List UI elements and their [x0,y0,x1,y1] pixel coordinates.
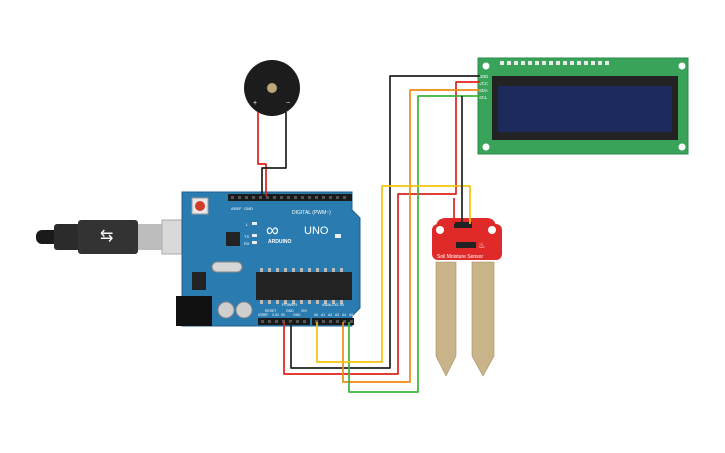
arduino-uno-board[interactable]: AREF GND DIGITAL (PWM~) ∞ UNO ARDUINO L … [176,191,361,327]
analog-header [312,318,354,325]
gnd-label: GND [244,206,253,211]
wire-lcd-scl-green [348,95,480,393]
power-pin-label: IOREF [258,313,268,317]
lcd-pin-label: VCC [479,81,488,86]
buzzer-plus-label: + [253,100,257,107]
lcd-screen [498,86,672,132]
lcd-pin-label: SDA [479,88,488,93]
soil-moisture-sensor[interactable]: ♨ Soil Moisture Sensor [432,218,502,377]
infinity-logo-icon: ∞ [266,220,279,240]
power-pin-label: GND [286,309,294,313]
analog-in-label: ANALOG IN [322,302,344,307]
wire-buzzer-black [261,112,287,196]
analog-pin-label: A3 [335,313,339,317]
power-pin-label: 5V [281,313,286,317]
buzzer-minus-label: − [286,100,290,107]
led-l-label: L [246,222,249,227]
analog-pin-label: A1 [321,313,325,317]
led-tx-label: TX [244,234,249,239]
wire-lcd-gnd-black [290,75,480,369]
power-jack [176,296,212,326]
uno-text: UNO [304,225,329,237]
wire-sensor-yellow [316,185,471,363]
power-label: POWER [282,302,297,307]
lcd-pin-label: SCL [479,95,488,100]
lcd-pin-label: GND [479,74,488,79]
wire-buzzer-red [257,112,267,196]
atmega-chip [256,272,352,300]
piezo-buzzer[interactable]: + − [244,60,300,116]
soil-sensor-label: Soil Moisture Sensor [437,254,483,260]
analog-pin-label: A4 [342,313,346,317]
analog-pin-label: A2 [328,313,332,317]
sparkfun-flame-icon: ♨ [478,241,485,250]
power-pin-label: RESET [265,309,276,313]
lcd-16x2-i2c[interactable]: GND VCC SDA SCL [477,57,689,155]
wire-lcd-vcc-red [283,81,480,375]
led-rx-label: RX [244,241,250,246]
wires [257,75,480,393]
power-pin-label: GND [293,313,301,317]
aref-label: AREF [231,206,242,211]
power-pin-label: 3.3V [272,313,280,317]
svg-text:⇆: ⇆ [100,228,113,245]
arduino-brand: ARDUINO [268,239,291,245]
analog-pin-label: A0 [314,313,318,317]
power-pin-label: VIN [301,309,307,313]
analog-pin-label: A5 [349,313,353,317]
digital-label: DIGITAL (PWM~) [292,210,331,216]
